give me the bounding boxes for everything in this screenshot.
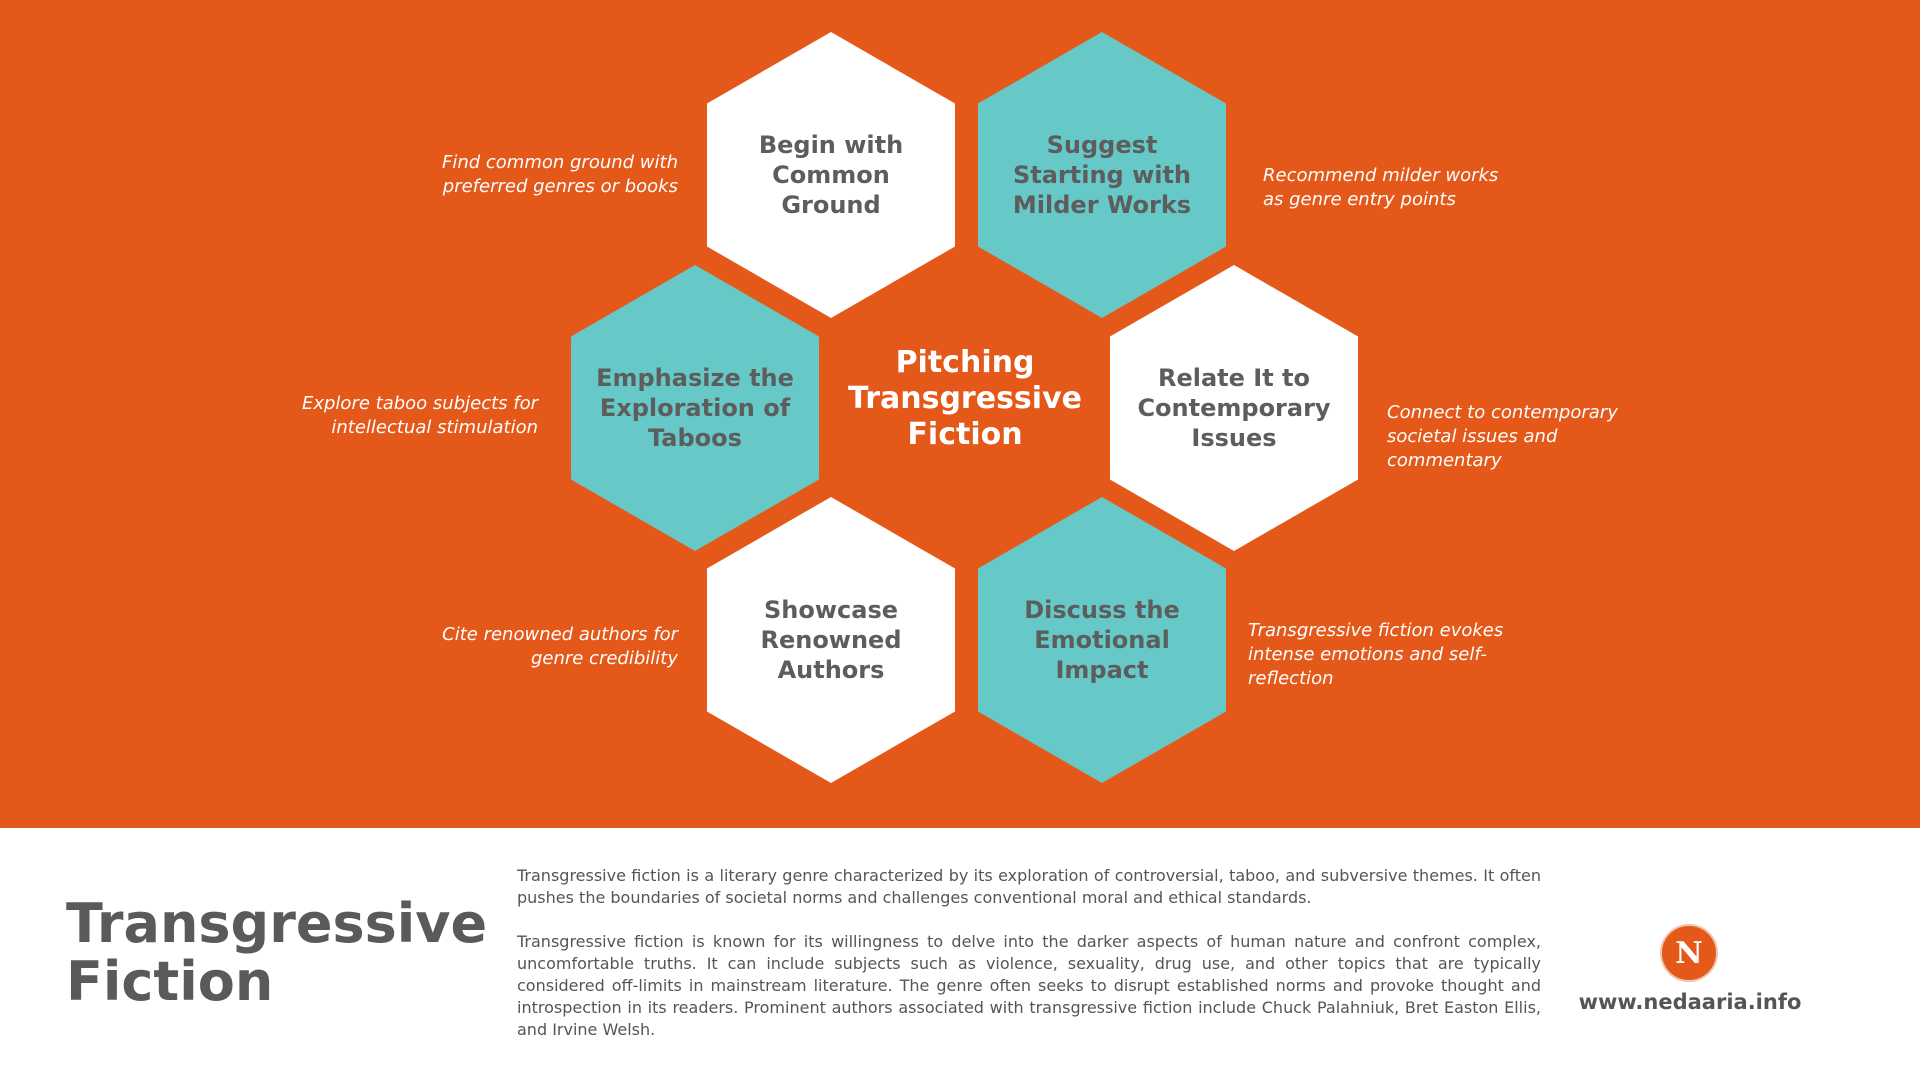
hub-title: Pitching Transgressive Fiction: [848, 345, 1082, 452]
diagram-background: [0, 0, 1920, 828]
logo-letter: N: [1675, 935, 1703, 971]
note-emotional-impact: Transgressive fiction evokes intense emo…: [1248, 620, 1504, 689]
hexagon-label: Emphasize the Exploration of Taboos: [596, 364, 794, 452]
footer-title: Transgressive Fiction: [66, 892, 488, 1013]
hexagon-emotional-impact: Discuss the Emotional Impact: [978, 497, 1226, 783]
hexagon-label: Relate It to Contemporary Issues: [1137, 364, 1331, 452]
note-renowned-authors: Cite renowned authors for genre credibil…: [442, 624, 678, 669]
note-exploration-taboos: Explore taboo subjects for intellectual …: [301, 393, 538, 438]
hexagon-label: Discuss the Emotional Impact: [1024, 596, 1180, 684]
note-milder-works: Recommend milder works as genre entry po…: [1263, 165, 1499, 210]
brand-logo-icon: N: [1660, 924, 1718, 982]
hexagon-label: Suggest Starting with Milder Works: [1012, 131, 1192, 219]
hexagon-contemporary-issues: Relate It to Contemporary Issues: [1110, 265, 1358, 551]
hexagon-label: Begin with Common Ground: [758, 131, 904, 219]
hexagon-label: Showcase Renowned Authors: [760, 596, 902, 684]
website-link[interactable]: www.nedaaria.info: [1578, 990, 1802, 1014]
note-common-ground: Find common ground with preferred genres…: [441, 152, 678, 197]
note-contemporary-issues: Connect to contemporary societal issues …: [1387, 402, 1618, 471]
description-paragraph-2: Transgressive fiction is known for its w…: [517, 932, 1541, 1039]
description-paragraph-1: Transgressive fiction is a literary genr…: [517, 866, 1541, 907]
hexagon-renowned-authors: Showcase Renowned Authors: [707, 497, 955, 783]
